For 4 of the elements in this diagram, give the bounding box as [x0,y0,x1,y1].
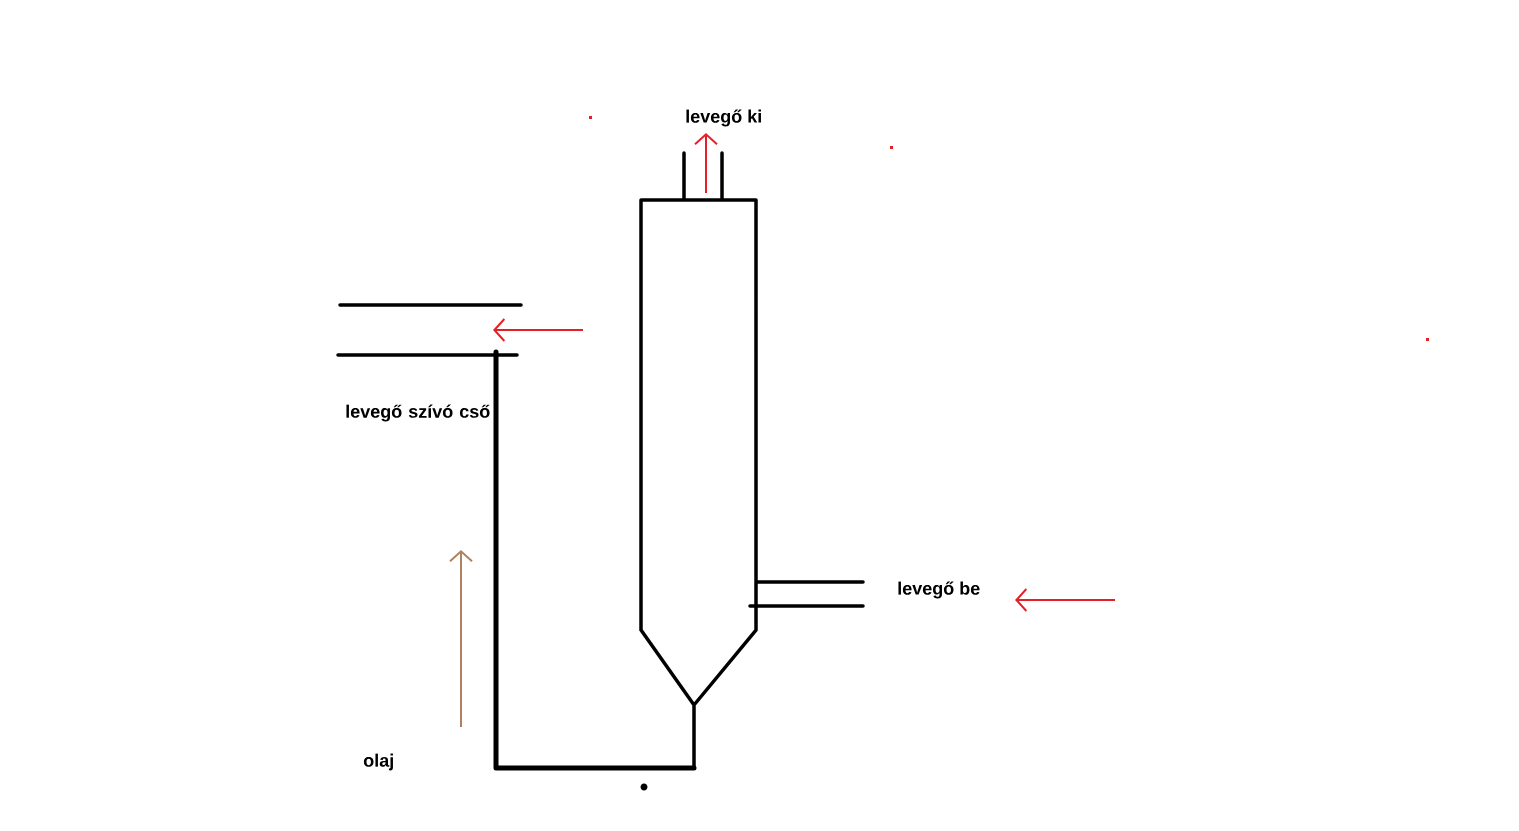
label-text: levegő ki [686,109,761,127]
label-text: levegő szívó cső [346,404,490,422]
label-text: levegő be [898,581,980,599]
label-text: olaj [363,753,393,771]
